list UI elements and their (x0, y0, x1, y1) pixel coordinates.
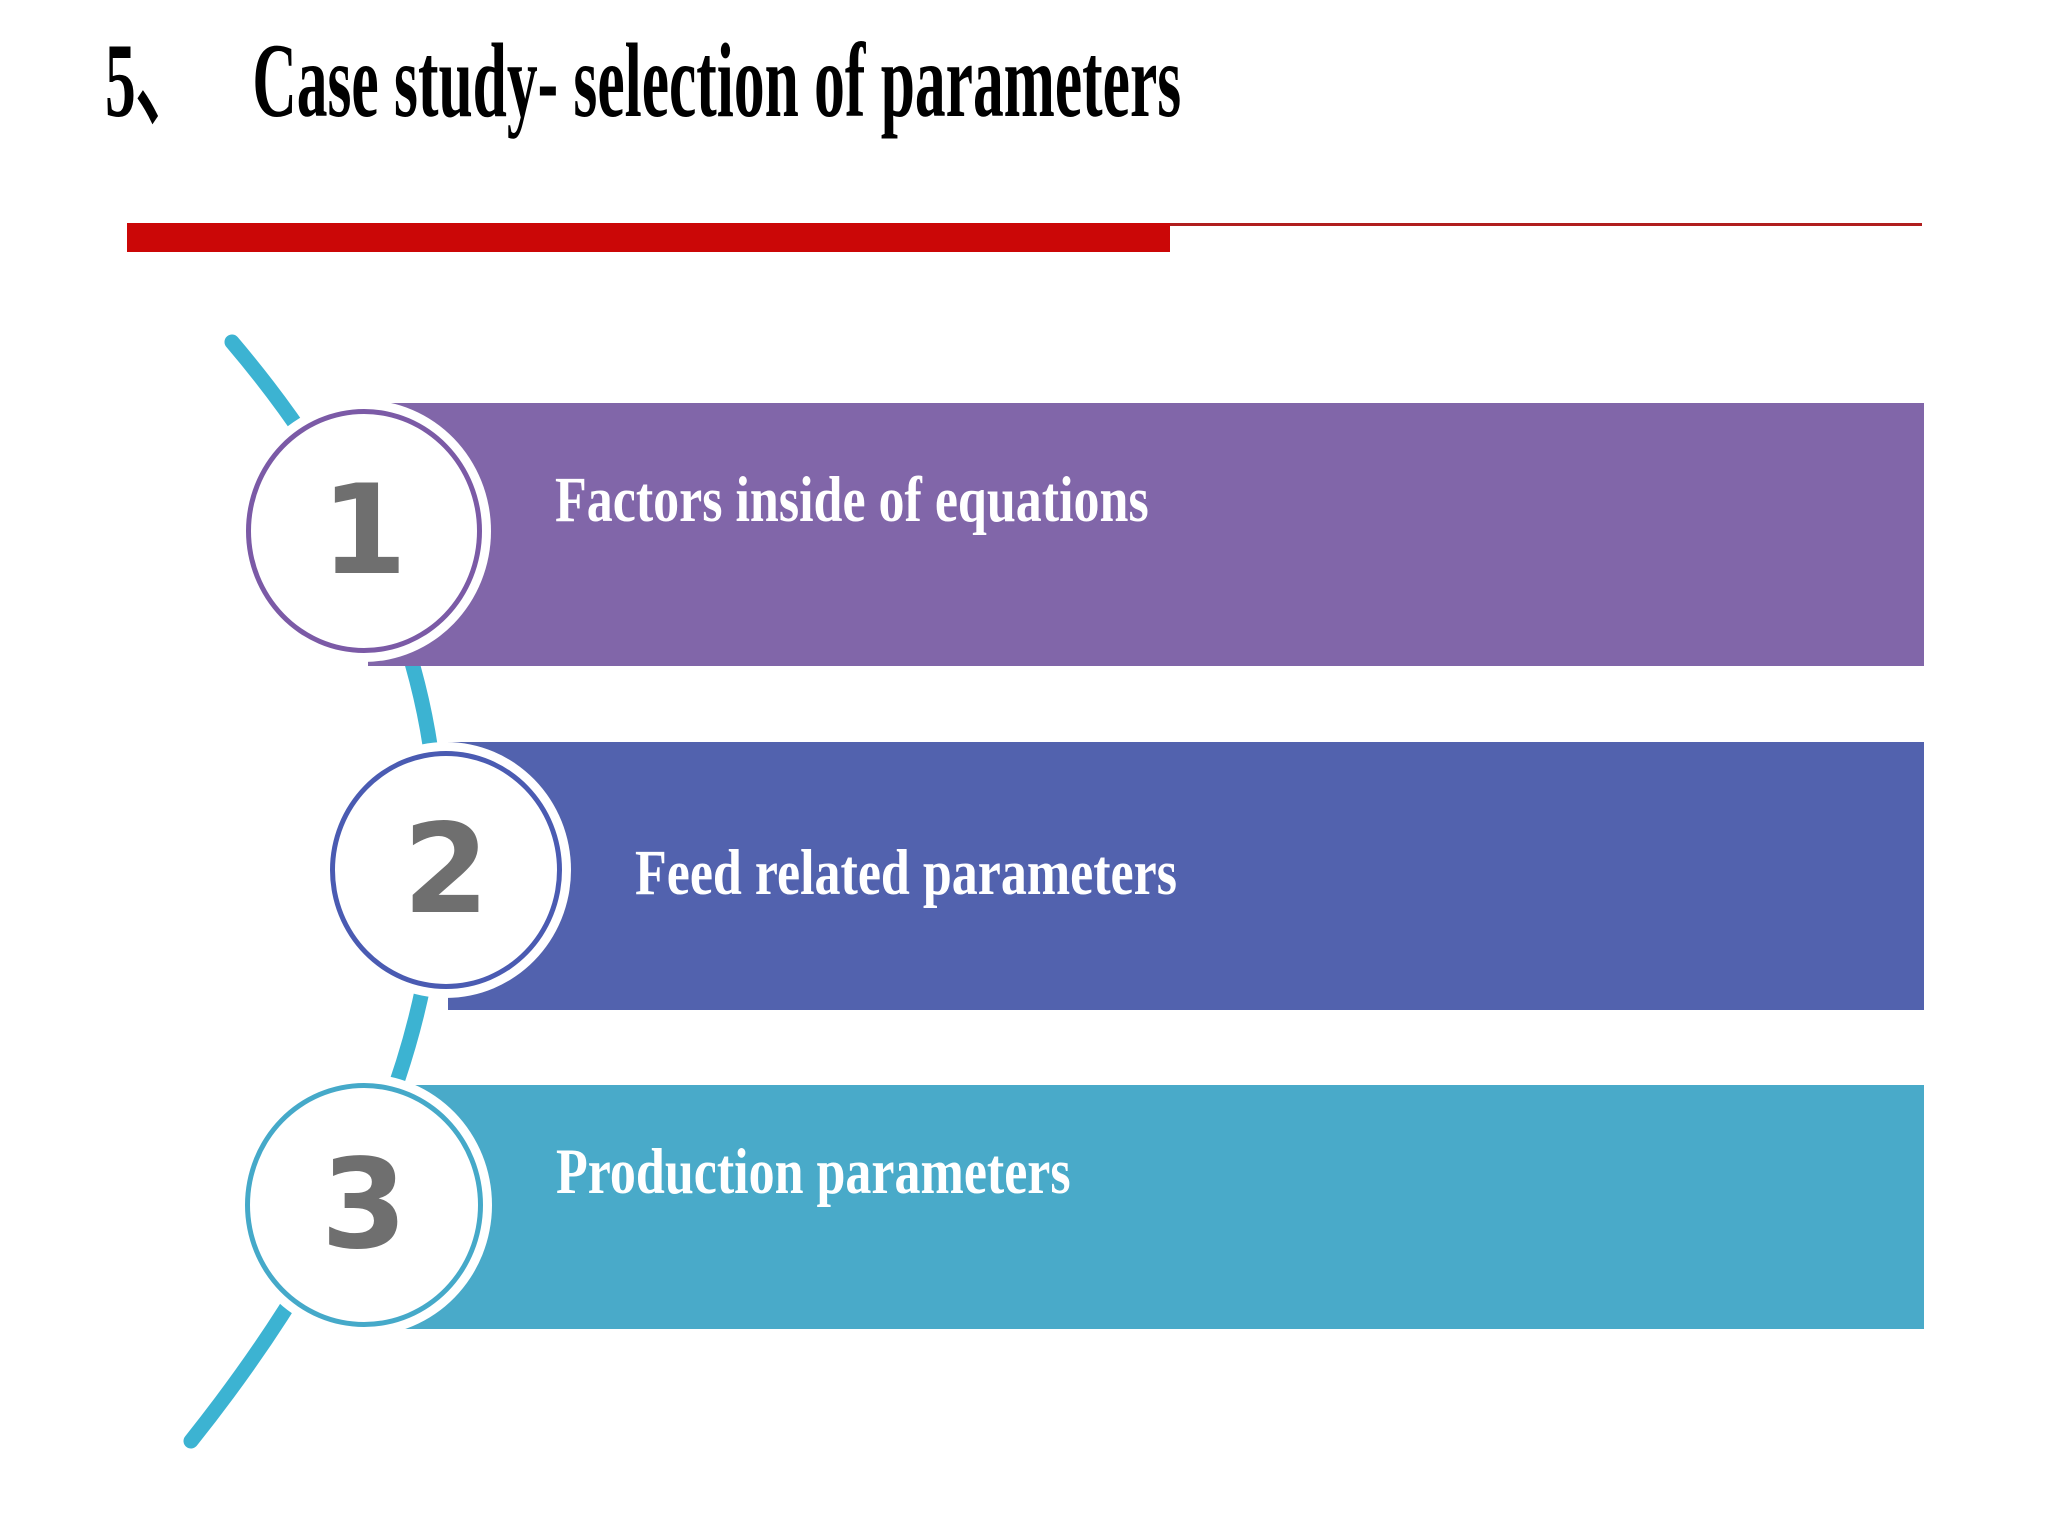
step-circle-1: 1 (246, 409, 482, 653)
step-bar-1: Factors inside of equations (368, 403, 1924, 666)
step-number-1: 1 (320, 459, 408, 603)
step-number-3: 3 (320, 1133, 408, 1277)
step-bar-3: Production parameters (369, 1085, 1924, 1329)
step-label-1: Factors inside of equations (555, 464, 1149, 536)
slide-title-text: Case study- selection of parameters (252, 22, 1182, 139)
step-circle-2: 2 (330, 751, 562, 989)
slide-title-number: 5、 (105, 22, 198, 139)
slide-title: 5、 Case study- selection of parameters (105, 20, 1181, 142)
step-number-2: 2 (402, 798, 490, 942)
step-label-2: Feed related parameters (635, 836, 1177, 909)
step-circle-3: 3 (245, 1083, 483, 1327)
step-bar-2: Feed related parameters (448, 742, 1924, 1010)
divider-thick-bar (127, 223, 1170, 252)
step-label-3: Production parameters (556, 1135, 1071, 1208)
